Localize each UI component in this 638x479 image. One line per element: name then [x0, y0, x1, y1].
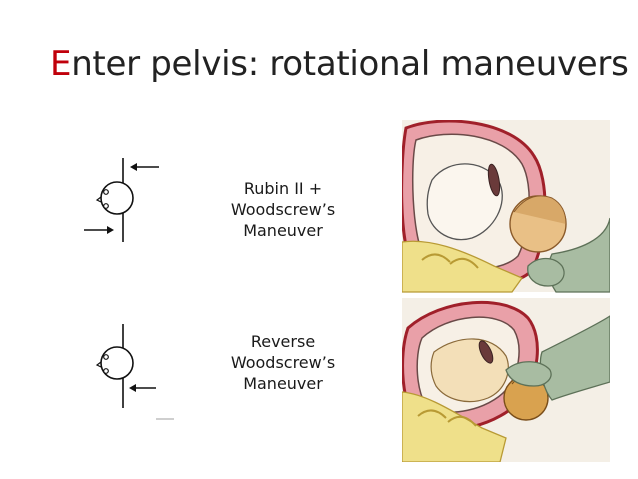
caption-line: Reverse [250, 332, 316, 351]
maneuver-caption-1: Rubin II + Woodscrew’s Maneuver [198, 178, 368, 241]
slide-title: Enter pelvis: rotational maneuvers [50, 44, 629, 84]
title-first-letter: E [50, 44, 72, 84]
caption-line: Woodscrew’s [230, 353, 336, 372]
reverse-woodscrew-illustration [402, 298, 610, 462]
caption-line: Maneuver [243, 374, 323, 393]
maneuver-illustrations [402, 120, 610, 462]
rubin-woodscrew-illustration [402, 120, 610, 293]
caption-line: Woodscrew’s [230, 200, 336, 219]
caption-line: Rubin II + [243, 179, 323, 198]
rotation-diagram-reverse-icon [95, 324, 174, 420]
maneuver-caption-2: Reverse Woodscrew’s Maneuver [198, 331, 368, 394]
title-text: nter pelvis: rotational maneuvers [71, 44, 629, 84]
rotation-diagram-clockwise-icon [84, 158, 159, 242]
caption-line: Maneuver [243, 221, 323, 240]
